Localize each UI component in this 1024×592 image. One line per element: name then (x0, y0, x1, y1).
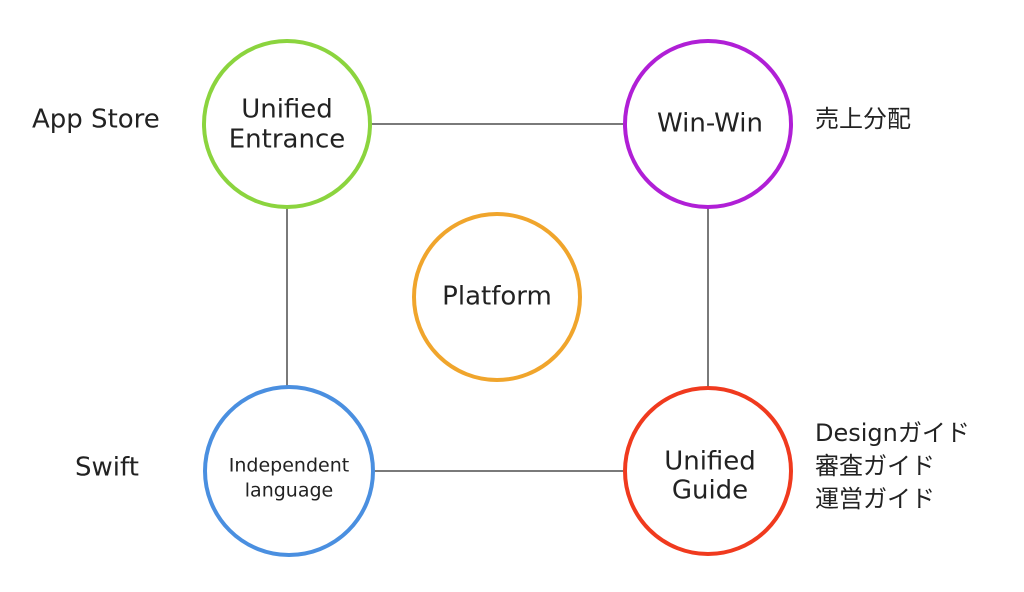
node-unified-guide-label-line2: Guide (672, 476, 748, 506)
side-label-guide-operation: 運営ガイド (815, 485, 935, 513)
node-unified-entrance-circle (202, 39, 372, 209)
node-unified-guide: Unified Guide (623, 386, 793, 556)
node-platform-circle (412, 212, 582, 382)
side-label-revenue-share: 売上分配 (815, 105, 911, 133)
node-platform-label: Platform (442, 282, 552, 312)
node-independent-language-label-line1: Independent (229, 455, 349, 477)
node-unified-guide-label-line1: Unified (664, 447, 756, 477)
node-unified-entrance: Unified Entrance (202, 39, 372, 209)
node-unified-guide-circle (623, 386, 793, 556)
node-unified-entrance-label-line2: Entrance (229, 125, 346, 155)
node-platform: Platform (412, 212, 582, 382)
side-label-swift: Swift (75, 453, 139, 483)
node-independent-language-label-line2: language (245, 480, 333, 502)
side-label-app-store: App Store (32, 105, 160, 135)
side-label-guide-design: Designガイド (815, 419, 970, 447)
node-win-win-label: Win-Win (657, 109, 763, 139)
side-label-guide-review: 審査ガイド (815, 452, 935, 480)
node-independent-language-circle (203, 385, 375, 557)
node-win-win: Win-Win (623, 39, 793, 209)
node-win-win-circle (623, 39, 793, 209)
node-unified-entrance-label-line1: Unified (241, 95, 333, 125)
node-independent-language: Independent language (203, 385, 375, 557)
